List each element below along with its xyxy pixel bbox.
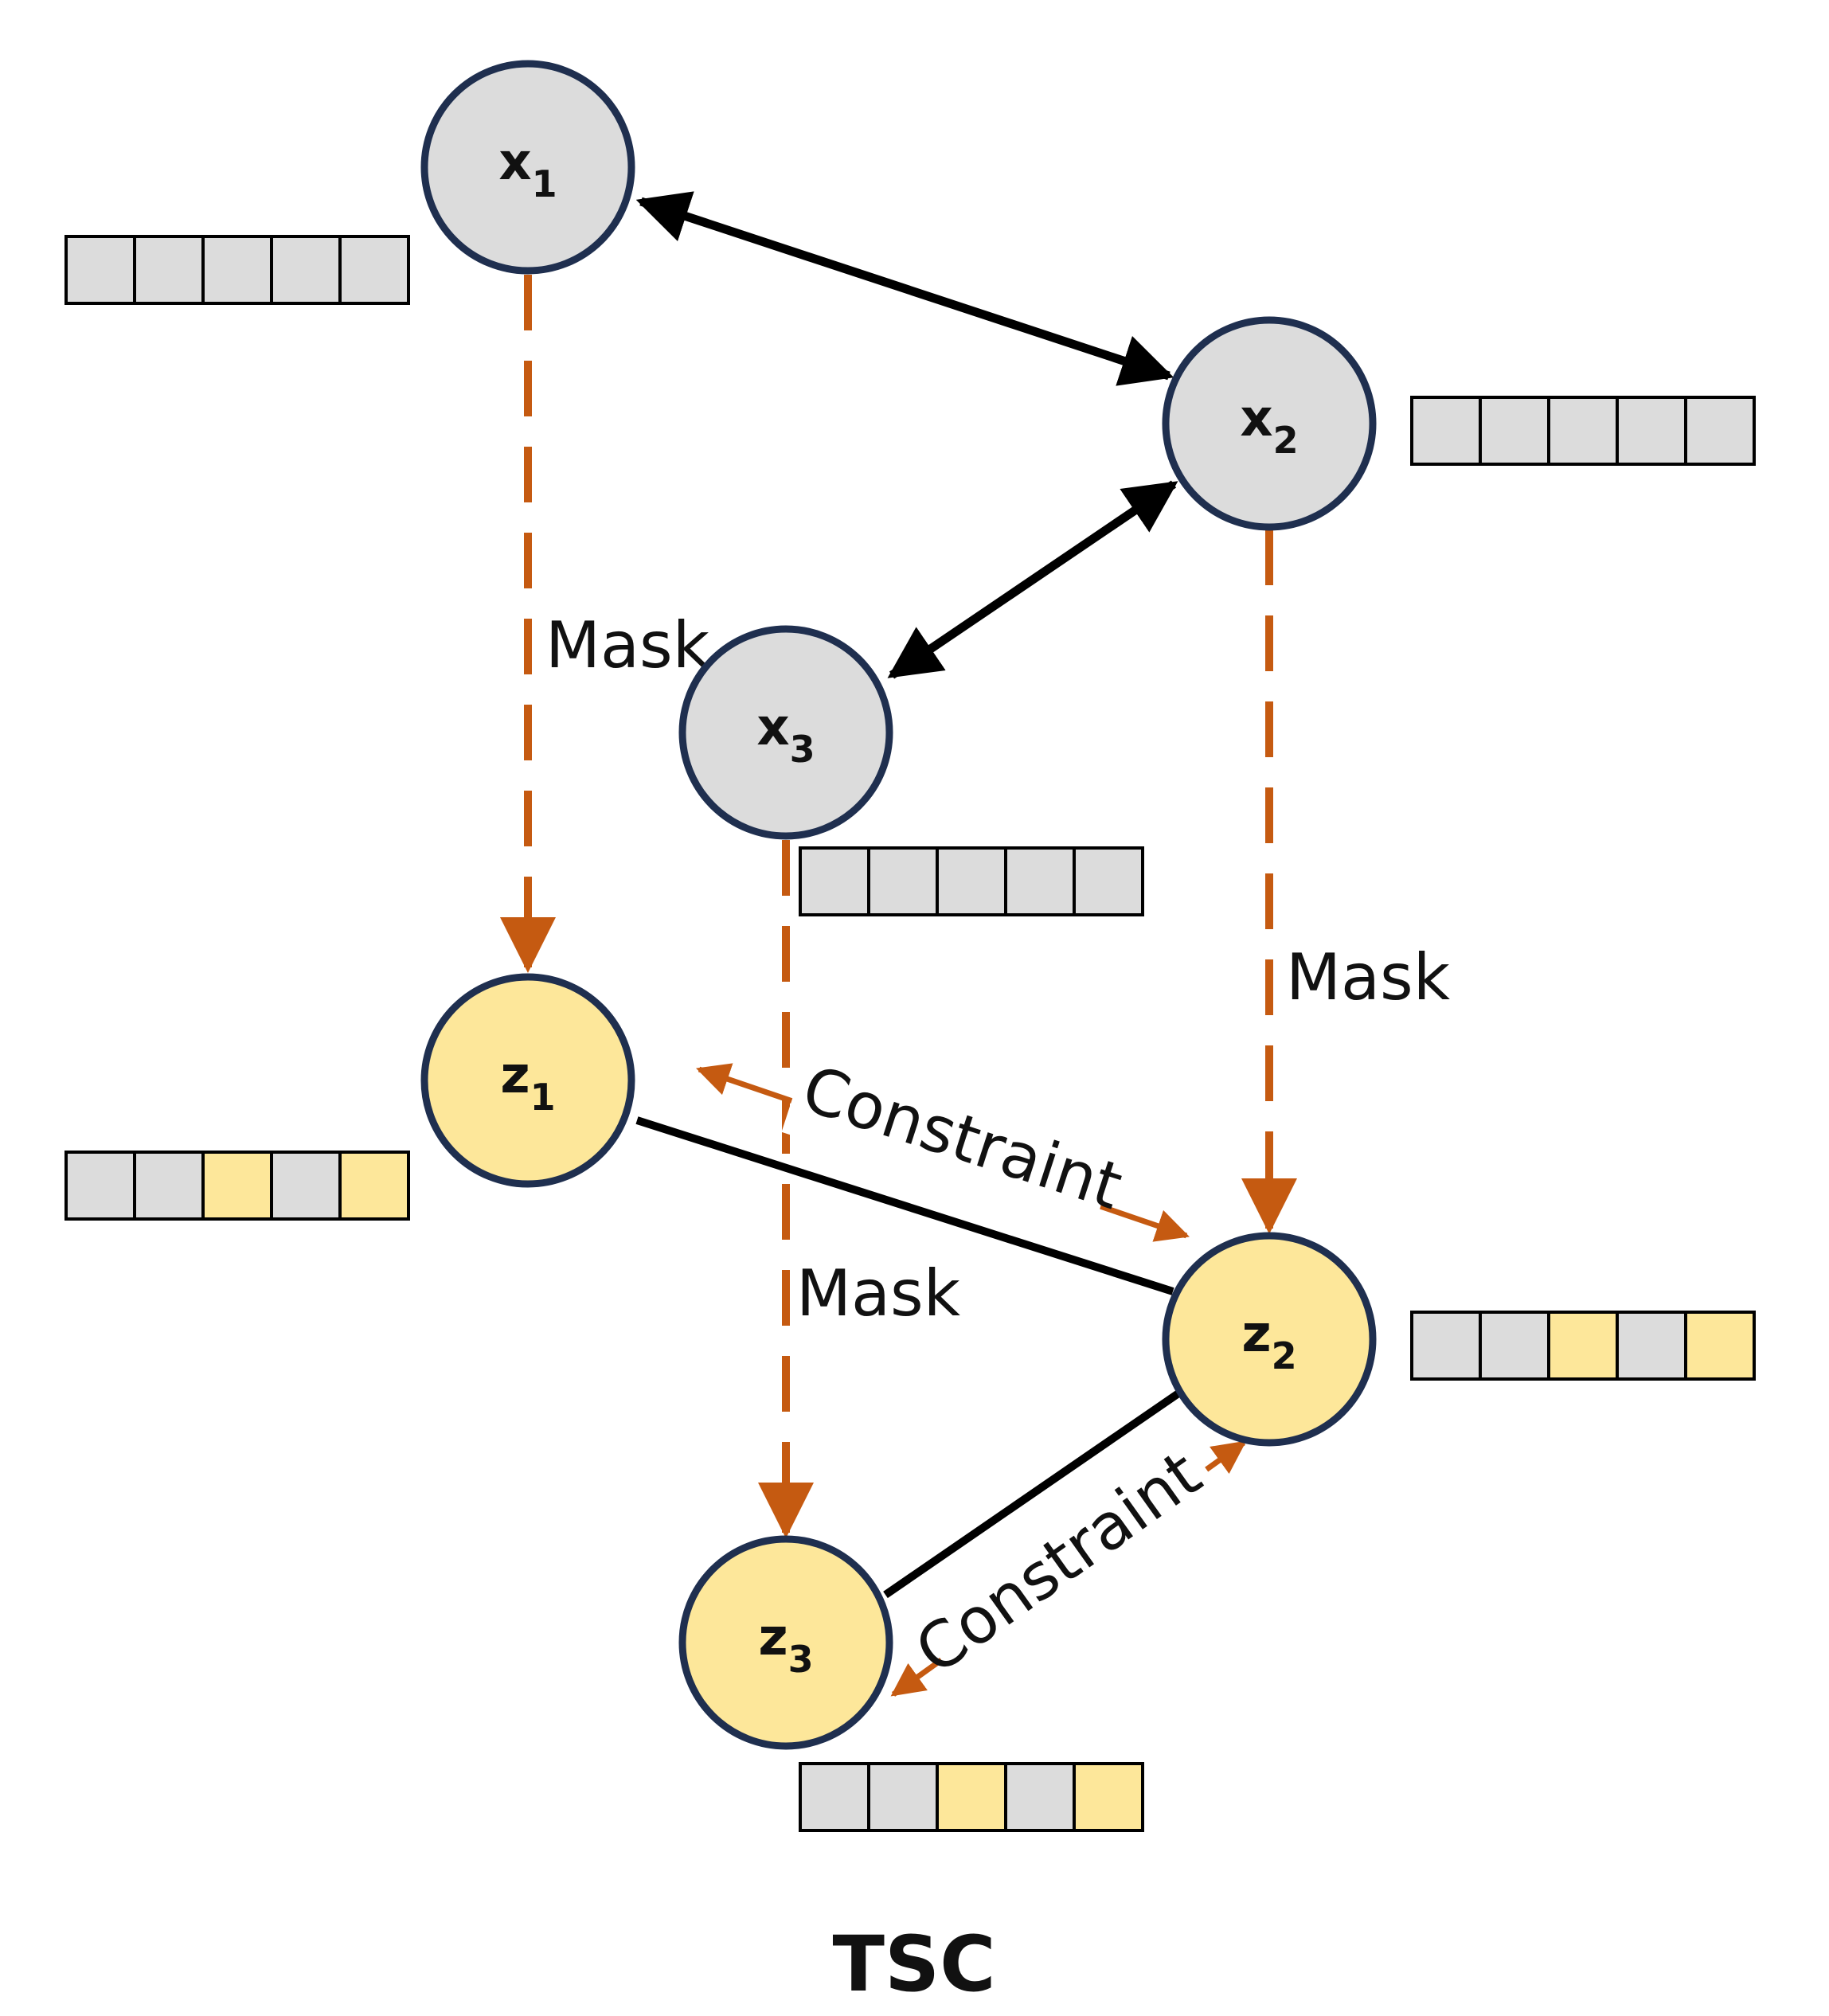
vector-x3-cell-2 <box>867 846 939 916</box>
node-x1-sub: 1 <box>532 162 557 205</box>
constraint-label-bg-1 <box>781 1041 1122 1233</box>
mask-label-x1: Mask <box>545 608 710 682</box>
mask-label-x2: Mask <box>1286 940 1451 1014</box>
vector-x1-cell-4 <box>270 235 342 305</box>
node-x2-main: x <box>1240 389 1272 448</box>
vector-z2-cell-3 <box>1547 1311 1619 1381</box>
node-z3: z3 <box>678 1535 893 1750</box>
vector-z1-cell-3 <box>201 1151 273 1221</box>
vector-z2-cell-4 <box>1616 1311 1687 1381</box>
vector-z3 <box>799 1762 1144 1832</box>
node-x2-label: x2 <box>1240 389 1298 462</box>
arrow-x2-x3 <box>887 480 1178 679</box>
vector-x1-cell-3 <box>201 235 273 305</box>
arrow-x1-x2 <box>635 191 1174 386</box>
vector-x2 <box>1410 396 1756 466</box>
vector-x1-cell-2 <box>133 235 205 305</box>
node-z3-sub: 3 <box>788 1638 814 1681</box>
node-x1-main: x <box>498 133 531 192</box>
vector-x2-cell-4 <box>1616 396 1687 466</box>
vector-z2-cell-5 <box>1684 1311 1756 1381</box>
vector-x3-cell-5 <box>1073 846 1144 916</box>
vector-x3-cell-3 <box>936 846 1007 916</box>
constraint-label-bg-2 <box>913 1430 1229 1691</box>
vector-z3-cell-1 <box>799 1762 870 1832</box>
vector-z3-cell-2 <box>867 1762 939 1832</box>
constraint-label-z1-z2: Constraint <box>794 1052 1131 1225</box>
mask-label-x3: Mask <box>796 1256 961 1330</box>
vector-z2-cell-2 <box>1479 1311 1550 1381</box>
vector-z3-cell-4 <box>1004 1762 1076 1832</box>
node-z3-main: z <box>758 1608 787 1667</box>
node-z1-circle <box>420 973 635 1188</box>
node-z2-circle <box>1162 1232 1377 1447</box>
node-z1-sub: 1 <box>530 1076 556 1119</box>
vector-z1-cell-4 <box>270 1151 342 1221</box>
vector-x3-cell-1 <box>799 846 870 916</box>
node-z2-main: z <box>1241 1305 1271 1364</box>
diagram-caption: TSC <box>832 1920 995 2009</box>
vector-z1-cell-1 <box>64 1151 136 1221</box>
vector-x3 <box>799 846 1144 916</box>
node-x3: x3 <box>678 625 893 840</box>
vector-x2-cell-2 <box>1479 396 1550 466</box>
vector-x1-cell-5 <box>338 235 410 305</box>
vector-z1-cell-2 <box>133 1151 205 1221</box>
vector-x1-cell-1 <box>64 235 136 305</box>
node-z3-circle <box>678 1535 893 1750</box>
vector-x2-cell-5 <box>1684 396 1756 466</box>
node-x3-sub: 3 <box>790 728 815 771</box>
node-x3-label: x3 <box>756 698 815 771</box>
vector-z2 <box>1410 1311 1756 1381</box>
node-x3-main: x <box>756 698 789 757</box>
vector-z3-cell-5 <box>1073 1762 1144 1832</box>
node-x1-circle <box>420 60 635 275</box>
node-z1-label: z1 <box>500 1046 555 1119</box>
node-x1-label: x1 <box>498 133 557 205</box>
node-x2-circle <box>1162 316 1377 531</box>
vector-x3-cell-4 <box>1004 846 1076 916</box>
node-x1: x1 <box>420 60 635 275</box>
node-z2: z2 <box>1162 1232 1377 1447</box>
vector-z2-cell-1 <box>1410 1311 1482 1381</box>
node-z3-label: z3 <box>758 1608 813 1681</box>
node-z2-label: z2 <box>1241 1305 1296 1377</box>
node-x2-sub: 2 <box>1273 419 1299 462</box>
vector-z1 <box>64 1151 410 1221</box>
node-z1: z1 <box>420 973 635 1188</box>
node-z1-main: z <box>500 1046 530 1105</box>
vector-z3-cell-3 <box>936 1762 1007 1832</box>
node-x3-circle <box>678 625 893 840</box>
node-z2-sub: 2 <box>1272 1334 1297 1377</box>
vector-x2-cell-1 <box>1410 396 1482 466</box>
vector-x2-cell-3 <box>1547 396 1619 466</box>
node-x2: x2 <box>1162 316 1377 531</box>
vector-z1-cell-5 <box>338 1151 410 1221</box>
vector-x1 <box>64 235 410 305</box>
